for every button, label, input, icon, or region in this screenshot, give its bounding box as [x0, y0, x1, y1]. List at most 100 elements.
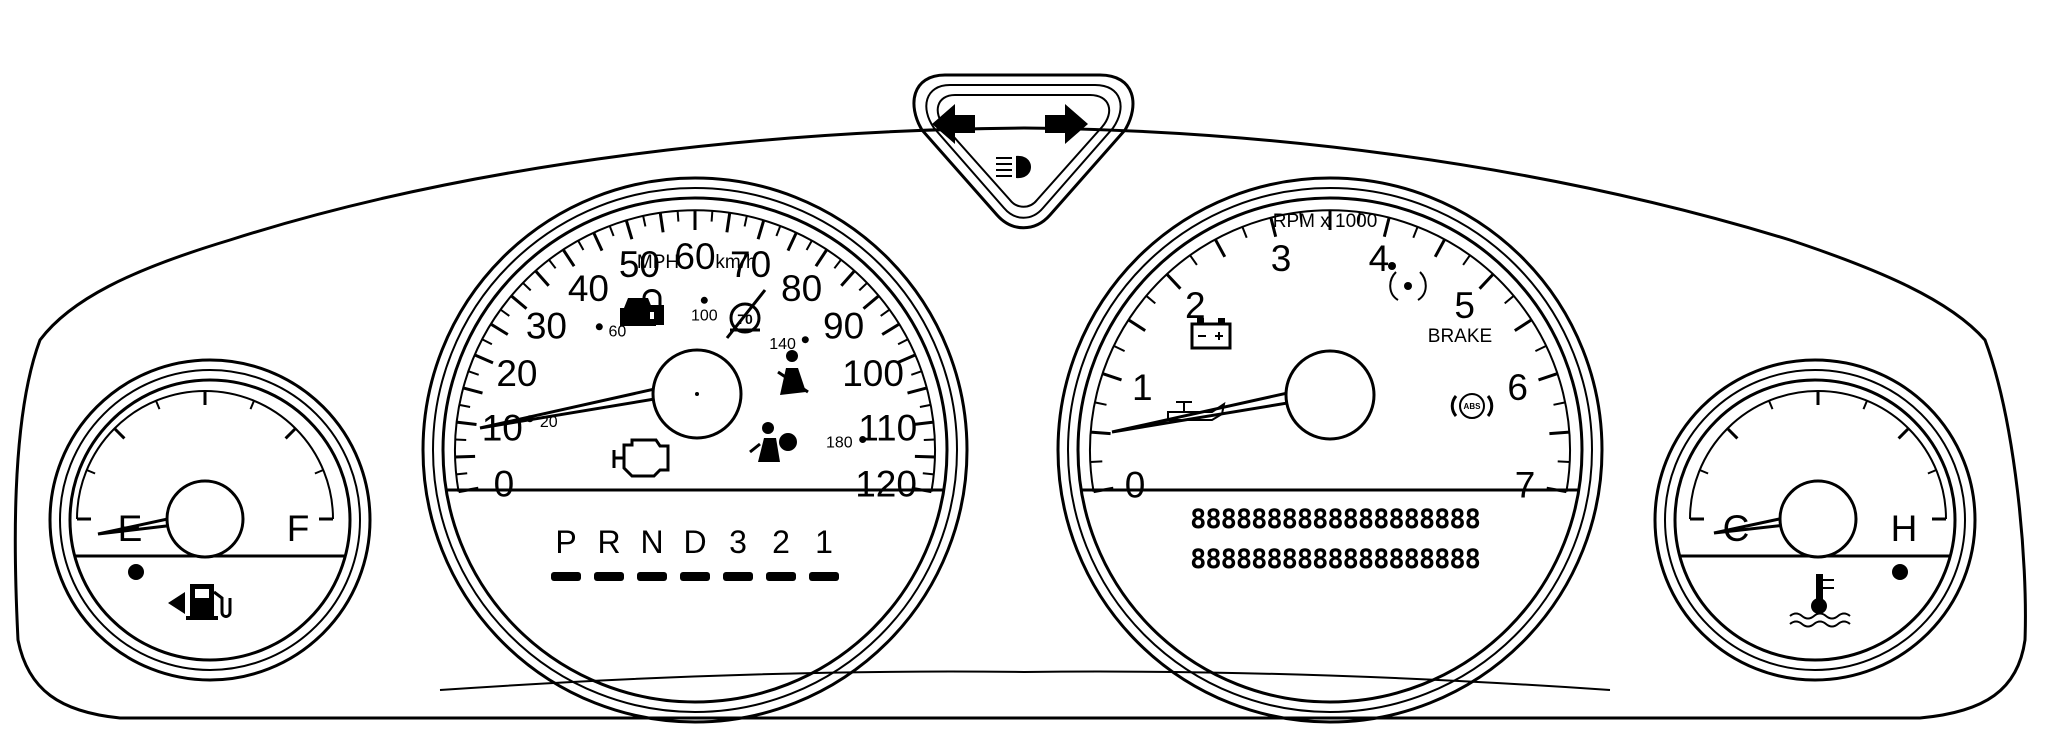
temp-indicator-dot [1892, 564, 1908, 580]
speedometer-major-tick [489, 322, 509, 336]
speed-label-mph: 110 [858, 408, 917, 449]
rpm-label: 6 [1507, 367, 1528, 408]
gear-label: D [683, 524, 706, 560]
tachometer-major-tick [1269, 217, 1278, 238]
battery-icon [1190, 318, 1232, 350]
tachometer-minor-tick [1241, 226, 1248, 239]
speedometer-major-tick [458, 486, 479, 494]
temp-gauge-minor-tick [1699, 469, 1709, 475]
gear-indicator-bar [766, 572, 796, 581]
speedometer-minor-tick [923, 438, 935, 441]
speed-label-mph: 40 [568, 268, 609, 309]
svg-text:ABS: ABS [1464, 402, 1482, 411]
speedometer-major-tick [786, 231, 798, 252]
speedometer-major-tick [907, 386, 928, 395]
tachometer-major-tick [1213, 238, 1227, 258]
fuel-hub [165, 479, 245, 559]
temp-gauge-major-tick [1897, 427, 1910, 440]
speed-label-kmh: 140 [769, 336, 796, 353]
speedometer-minor-tick [858, 282, 868, 292]
speedometer-minor-tick [710, 210, 714, 222]
coolant-temp-icon [1789, 574, 1851, 628]
speedometer-major-tick [862, 294, 880, 310]
fuel-gauge-minor-tick [314, 469, 324, 475]
low-fuel-icon [168, 584, 232, 620]
security-icon [620, 289, 664, 326]
temp-gauge-minor-tick [1927, 469, 1937, 475]
tachometer-major-tick [1478, 273, 1495, 290]
cluster-housing [13, 126, 2027, 720]
speedometer-major-tick [624, 219, 634, 240]
speedometer-major-tick [756, 219, 766, 240]
speedometer-minor-tick [455, 438, 467, 441]
gear-label: N [640, 524, 663, 560]
speedometer-minor-tick [910, 370, 923, 376]
mph-unit: MPH [637, 252, 679, 273]
fuel-gauge-minor-tick [86, 469, 96, 475]
rpm-label: 1 [1132, 367, 1153, 408]
fuel-indicator-dot [128, 564, 144, 580]
rpm-label: 2 [1185, 285, 1206, 326]
rpm-label: 0 [1125, 464, 1146, 505]
tachometer-minor-tick [1145, 294, 1156, 305]
tachometer-minor-tick [1090, 460, 1103, 463]
speedometer-major-tick [534, 269, 550, 287]
speedometer-minor-tick [577, 239, 585, 251]
abs-icon: ABS [1450, 393, 1494, 419]
high-beam-icon [996, 155, 1031, 179]
tachometer-major-tick [1546, 486, 1567, 494]
kmh-dot [801, 336, 809, 344]
fuel-gauge-major-tick [284, 427, 297, 440]
kmh-unit: km/h [715, 252, 756, 273]
gear-indicator-bar [723, 572, 753, 581]
tachometer-minor-tick [1534, 344, 1547, 353]
speedometer-major-tick [510, 294, 528, 310]
check-engine-icon [612, 438, 670, 478]
gear-label: R [597, 524, 620, 560]
speedometer-major-tick [914, 454, 935, 459]
tachometer-minor-tick [1557, 460, 1570, 463]
speed-label-mph: 0 [494, 464, 515, 505]
speed-label-mph: 70 [730, 244, 771, 285]
tachometer-minor-tick [1462, 254, 1471, 266]
tachometer-minor-tick [1189, 254, 1198, 266]
speedometer-minor-tick [676, 210, 680, 222]
speedometer-minor-tick [897, 338, 909, 346]
tachometer-major-tick [1433, 238, 1447, 258]
tachometer-major-tick [1102, 372, 1122, 382]
kmh-dot [595, 323, 603, 331]
tachometer-major-tick [1093, 486, 1114, 494]
speed-label-mph: 50 [619, 244, 660, 285]
speedometer-major-tick [725, 212, 732, 233]
tachometer-minor-tick [1299, 211, 1303, 224]
speedometer-major-tick [462, 386, 483, 395]
tachometer-major-tick [1549, 430, 1570, 436]
speed-label-mph: 30 [526, 305, 567, 346]
fuel-gauge-major-tick [113, 427, 126, 440]
seatbelt-icon [777, 350, 809, 395]
speedometer-major-tick [658, 212, 665, 233]
temp-hub [1778, 479, 1858, 559]
speedometer-minor-tick [743, 215, 748, 227]
temp-hot-label: H [1891, 508, 1918, 549]
speedometer-major-tick [896, 353, 916, 365]
rpm-unit: RPM x 1000 [1273, 211, 1378, 232]
tachometer-major-tick [1127, 318, 1147, 332]
odometer-display: 8888888888888888888 8888888888888888888 [1190, 504, 1481, 575]
gear-indicator-bar [680, 572, 710, 581]
speed-label-mph: 100 [842, 353, 904, 394]
speedometer-minor-tick [548, 258, 557, 269]
speedometer-major-tick [474, 353, 494, 365]
speed-label-mph: 120 [855, 464, 917, 505]
rpm-label: 5 [1454, 285, 1475, 326]
speedometer-major-tick [814, 248, 829, 268]
kmh-dot [700, 296, 708, 304]
gear-label: 3 [729, 524, 747, 560]
speedometer-major-tick [455, 454, 476, 459]
rpm-label: 4 [1369, 238, 1390, 279]
rpm-label: 3 [1271, 238, 1292, 279]
tachometer-major-tick [1090, 430, 1111, 436]
speedometer-minor-tick [919, 403, 931, 408]
temp-gauge-minor-tick [1862, 400, 1868, 410]
